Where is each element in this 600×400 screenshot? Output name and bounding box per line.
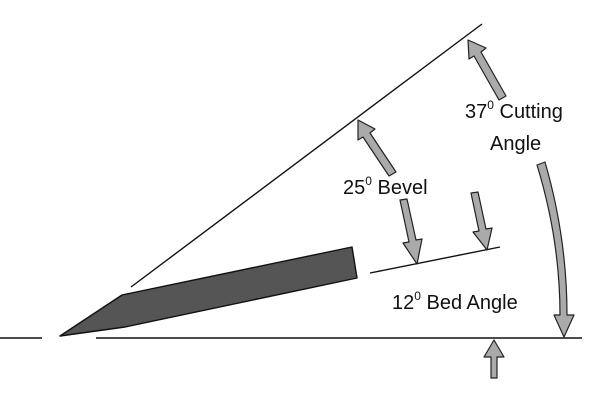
- cutting-angle-bottom-arrow: [536, 161, 575, 338]
- bevel-label: 250 Bevel: [343, 174, 428, 199]
- bed-bottom-arrow: [483, 339, 505, 379]
- blade: [59, 246, 358, 337]
- bevel-top-arrow: [357, 119, 397, 177]
- bed-angle-label: 120 Bed Angle: [392, 289, 518, 314]
- cutting-angle-top-arrow: [467, 39, 507, 101]
- cutting-angle-line: [130, 23, 483, 288]
- bevel-bottom-arrow: [399, 198, 423, 265]
- cutting-angle-label-line1: 370 Cutting: [465, 98, 563, 123]
- bed-angle-line: [369, 246, 501, 274]
- cutting-angle-label-line2: Angle: [490, 133, 541, 155]
- bed-top-arrow: [470, 191, 493, 251]
